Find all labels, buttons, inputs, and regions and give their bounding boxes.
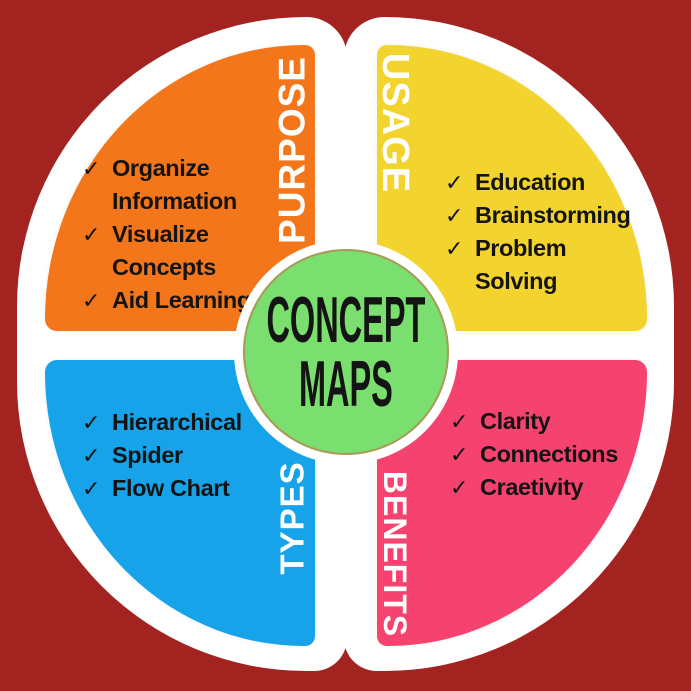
check-icon: ✓ [82, 475, 101, 501]
list-item-line: ✓ Aid Learning [82, 284, 251, 317]
check-icon: ✓ [450, 408, 469, 434]
list-item-text: Flow Chart [112, 475, 230, 501]
quadrant-label-types: TYPES [273, 461, 311, 575]
list-item-text: Clarity [480, 408, 551, 434]
benefits-list: ✓ Clarity ✓ Connections ✓ Craetivity [450, 405, 618, 504]
check-icon: ✓ [82, 409, 101, 435]
list-item-line: ✓ Visualize [82, 218, 251, 251]
list-item-line: Concepts [82, 251, 251, 284]
list-item-line: ✓ Problem [445, 232, 630, 265]
list-item-text: Problem [475, 235, 567, 261]
check-icon: ✓ [445, 169, 464, 195]
list-item-line: ✓ Organize [82, 152, 251, 185]
list-item-line: ✓ Flow Chart [82, 472, 242, 505]
list-item-text: Craetivity [480, 474, 584, 500]
list-item-text: Visualize [112, 221, 209, 247]
list-item-text: Hierarchical [112, 409, 242, 435]
list-item-text: Information [112, 188, 237, 214]
list-item-line: ✓ Education [445, 166, 630, 199]
center-title-line1: CONCEPT [266, 283, 426, 356]
check-icon: ✓ [82, 155, 101, 181]
list-item-text: Concepts [112, 254, 216, 280]
list-item-text: Aid Learning [112, 287, 251, 313]
list-item-line: ✓ Spider [82, 439, 242, 472]
list-item-line: ✓ Clarity [450, 405, 618, 438]
quadrant-label-purpose: PURPOSE [271, 56, 313, 244]
list-item-line: ✓ Connections [450, 438, 618, 471]
check-icon: ✓ [82, 287, 101, 313]
list-item-line: ✓ Hierarchical [82, 406, 242, 439]
quadrant-label-benefits: BENEFITS [377, 470, 413, 638]
list-item-text: Solving [475, 268, 558, 294]
center-title: CONCEPT MAPS [187, 283, 505, 420]
list-item-text: Organize [112, 155, 210, 181]
check-icon: ✓ [445, 202, 464, 228]
check-icon: ✓ [82, 442, 101, 468]
check-icon: ✓ [445, 235, 464, 261]
list-item-text: Spider [112, 442, 183, 468]
check-icon: ✓ [450, 474, 469, 500]
list-item-line: ✓ Craetivity [450, 471, 618, 504]
list-item-text: Connections [480, 441, 618, 467]
list-item-text: Brainstorming [475, 202, 631, 228]
list-item-line: Information [82, 185, 251, 218]
list-item-text: Education [475, 169, 585, 195]
check-icon: ✓ [450, 441, 469, 467]
check-icon: ✓ [82, 221, 101, 247]
center-title-line2: MAPS [299, 347, 393, 420]
center-hub-circle: CONCEPT MAPS [243, 249, 449, 455]
quadrant-label-usage: USAGE [374, 52, 416, 194]
types-list: ✓ Hierarchical ✓ Spider ✓ Flow Chart [82, 406, 242, 505]
list-item-line: Solving [445, 265, 630, 298]
list-item-line: ✓ Brainstorming [445, 199, 631, 232]
